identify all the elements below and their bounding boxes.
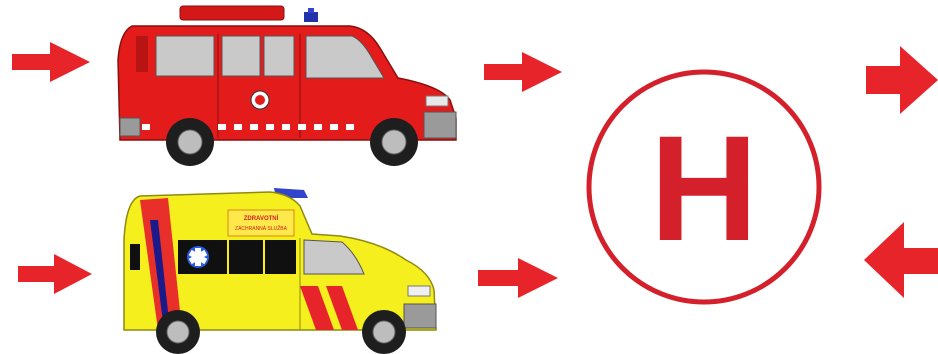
arrow-right-icon [12, 42, 90, 82]
arrow-right-icon [478, 258, 558, 298]
arrow-right-icon [18, 254, 92, 294]
star-of-life-icon [187, 246, 209, 268]
arrow-left-icon [864, 222, 938, 298]
helipad-icon: H [589, 72, 819, 302]
arrow-right-icon [484, 52, 562, 92]
arrow-right-icon [866, 46, 938, 114]
ambulance-sign-line1: ZDRAVOTNÍ [244, 214, 279, 222]
fire-rescue-van-icon [118, 6, 456, 166]
helipad-letter: H [650, 104, 758, 272]
ambulance-sign-line2: ZÁCHRANNÁ SLUŽBA [235, 224, 288, 232]
emergency-light-icon [304, 8, 318, 22]
ambulance-icon: ZDRAVOTNÍ ZÁCHRANNÁ SLUŽBA [124, 188, 436, 354]
